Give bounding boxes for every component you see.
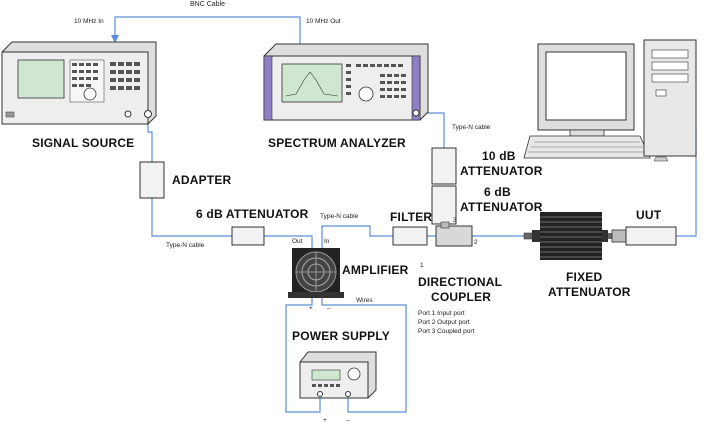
- type-n-cable-left-label: Type-N cable: [166, 242, 205, 249]
- port-legend-2: Port 2 Output port: [418, 319, 470, 326]
- port-legend-1: Port 1 Input port: [418, 310, 465, 317]
- fixed-attenuator-label-line1: FIXED: [566, 270, 603, 284]
- spectrum-analyzer-instrument: [263, 43, 429, 121]
- signal-source-label: SIGNAL SOURCE: [32, 136, 135, 150]
- bnc-cable-label: BNC Cable: [190, 1, 226, 8]
- cable-amp-to-filter: [321, 225, 393, 248]
- ps-plus-label: +: [323, 417, 327, 424]
- cable-amp-power-minus: [321, 296, 407, 413]
- attenuator-6db-coupler-label-line2: ATTENUATOR: [460, 200, 543, 214]
- bnc-cable: [114, 16, 301, 45]
- port-2-label: 2: [474, 239, 478, 246]
- type-n-cable-mid-label: Type-N cable: [320, 213, 359, 220]
- amp-plus-label: +: [309, 305, 313, 312]
- uut-body: [611, 226, 677, 246]
- attenuator-6db-coupler-label-line1: 6 dB: [484, 185, 511, 199]
- power-supply-instrument: [299, 351, 377, 399]
- adapter-body: [139, 161, 165, 199]
- adapter-label: ADAPTER: [172, 173, 232, 187]
- signal-source-instrument: [1, 41, 157, 125]
- amplifier-label: AMPLIFIER: [342, 263, 409, 277]
- directional-coupler-body: [435, 221, 473, 247]
- amp-in-label: In: [324, 238, 330, 245]
- cable-amp-power-plus: [285, 296, 321, 413]
- amp-minus-label: –: [327, 305, 331, 312]
- attenuator-10db-label-line2: ATTENUATOR: [460, 164, 543, 178]
- bnc-arrow-head: [111, 35, 119, 43]
- port-legend-3: Port 3 Coupled port: [418, 328, 475, 335]
- directional-coupler-label-line2: COUPLER: [431, 290, 492, 304]
- ten-mhz-in-label: 10 MHz In: [74, 18, 104, 25]
- attenuator-10db-body: [431, 147, 457, 185]
- computer: [523, 39, 697, 162]
- uut-label: UUT: [636, 208, 662, 222]
- cable-attenuator-to-amp: [264, 235, 313, 248]
- filter-label: FILTER: [390, 210, 433, 224]
- attenuator-6db-main-label: 6 dB ATTENUATOR: [196, 207, 309, 221]
- ten-mhz-out-label: 10 MHz Out: [306, 18, 341, 25]
- attenuator-10db-label-line1: 10 dB: [482, 149, 516, 163]
- fixed-attenuator-body: [523, 212, 614, 260]
- port-3-label: 3: [453, 217, 457, 224]
- amplifier-body: [288, 248, 344, 298]
- spectrum-analyzer-label: SPECTRUM ANALYZER: [268, 136, 406, 150]
- amp-out-label: Out: [292, 238, 303, 245]
- cable-adapter-to-attenuator: [151, 198, 232, 237]
- power-supply-label: POWER SUPPLY: [292, 329, 390, 343]
- port-1-label: 1: [420, 262, 424, 269]
- attenuator-6db-main-body: [231, 226, 265, 246]
- attenuator-6db-coupler-body: [431, 185, 457, 225]
- ps-minus-label: –: [346, 417, 350, 424]
- directional-coupler-label-line1: DIRECTIONAL: [418, 275, 503, 289]
- filter-body: [392, 226, 428, 246]
- wires-label: Wires: [356, 297, 373, 304]
- cable-analyzer-to-att: [420, 112, 445, 148]
- type-n-cable-sa-label: Type-N cable: [452, 124, 491, 131]
- fixed-attenuator-label-line2: ATTENUATOR: [548, 285, 631, 299]
